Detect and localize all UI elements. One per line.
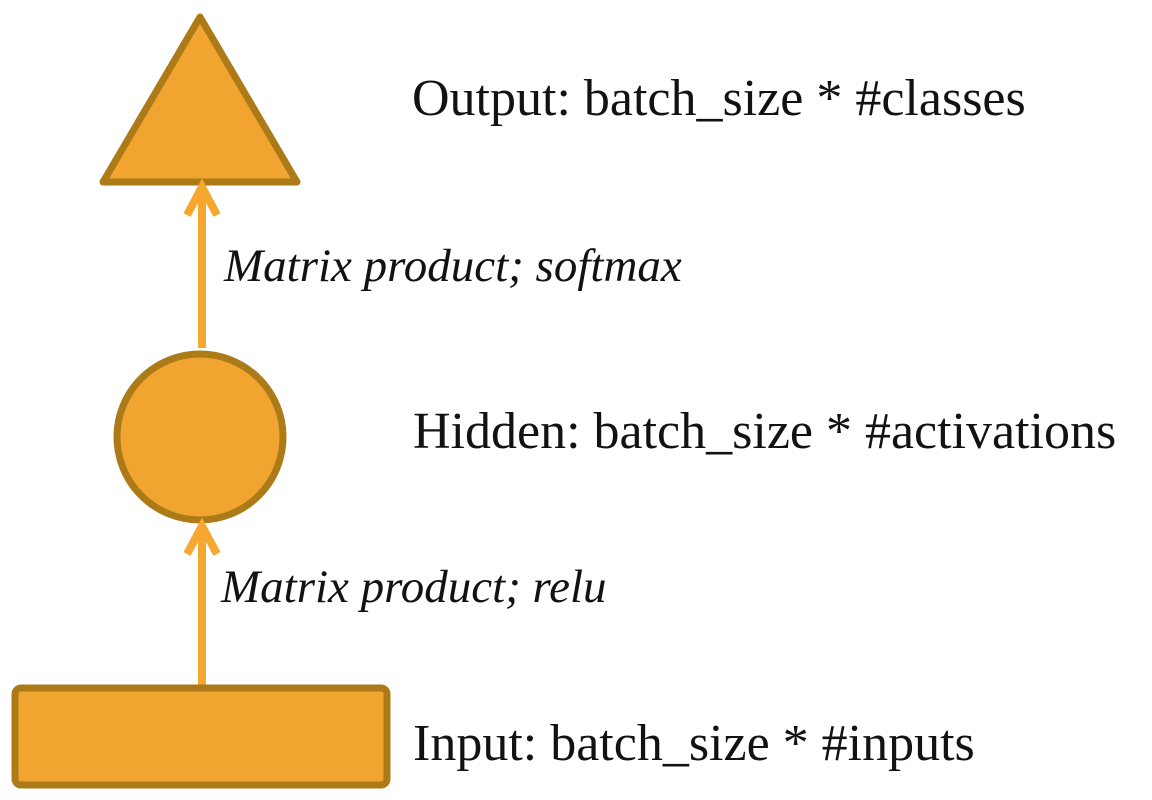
input-label: Input: batch_size * #inputs xyxy=(413,715,975,772)
output-label: Output: batch_size * #classes xyxy=(412,70,1026,127)
hidden-circle-shape xyxy=(113,350,287,524)
relu-edge-label: Matrix product; relu xyxy=(221,561,607,613)
relu-arrow xyxy=(183,517,221,686)
input-rectangle-shape xyxy=(11,684,391,789)
output-triangle-shape xyxy=(99,13,301,186)
relu-arrowhead-icon xyxy=(183,517,221,556)
hidden-label: Hidden: batch_size * #activations xyxy=(413,403,1117,460)
softmax-arrow xyxy=(183,178,221,348)
softmax-arrowhead-icon xyxy=(183,178,221,217)
softmax-edge-label: Matrix product; softmax xyxy=(224,240,682,292)
